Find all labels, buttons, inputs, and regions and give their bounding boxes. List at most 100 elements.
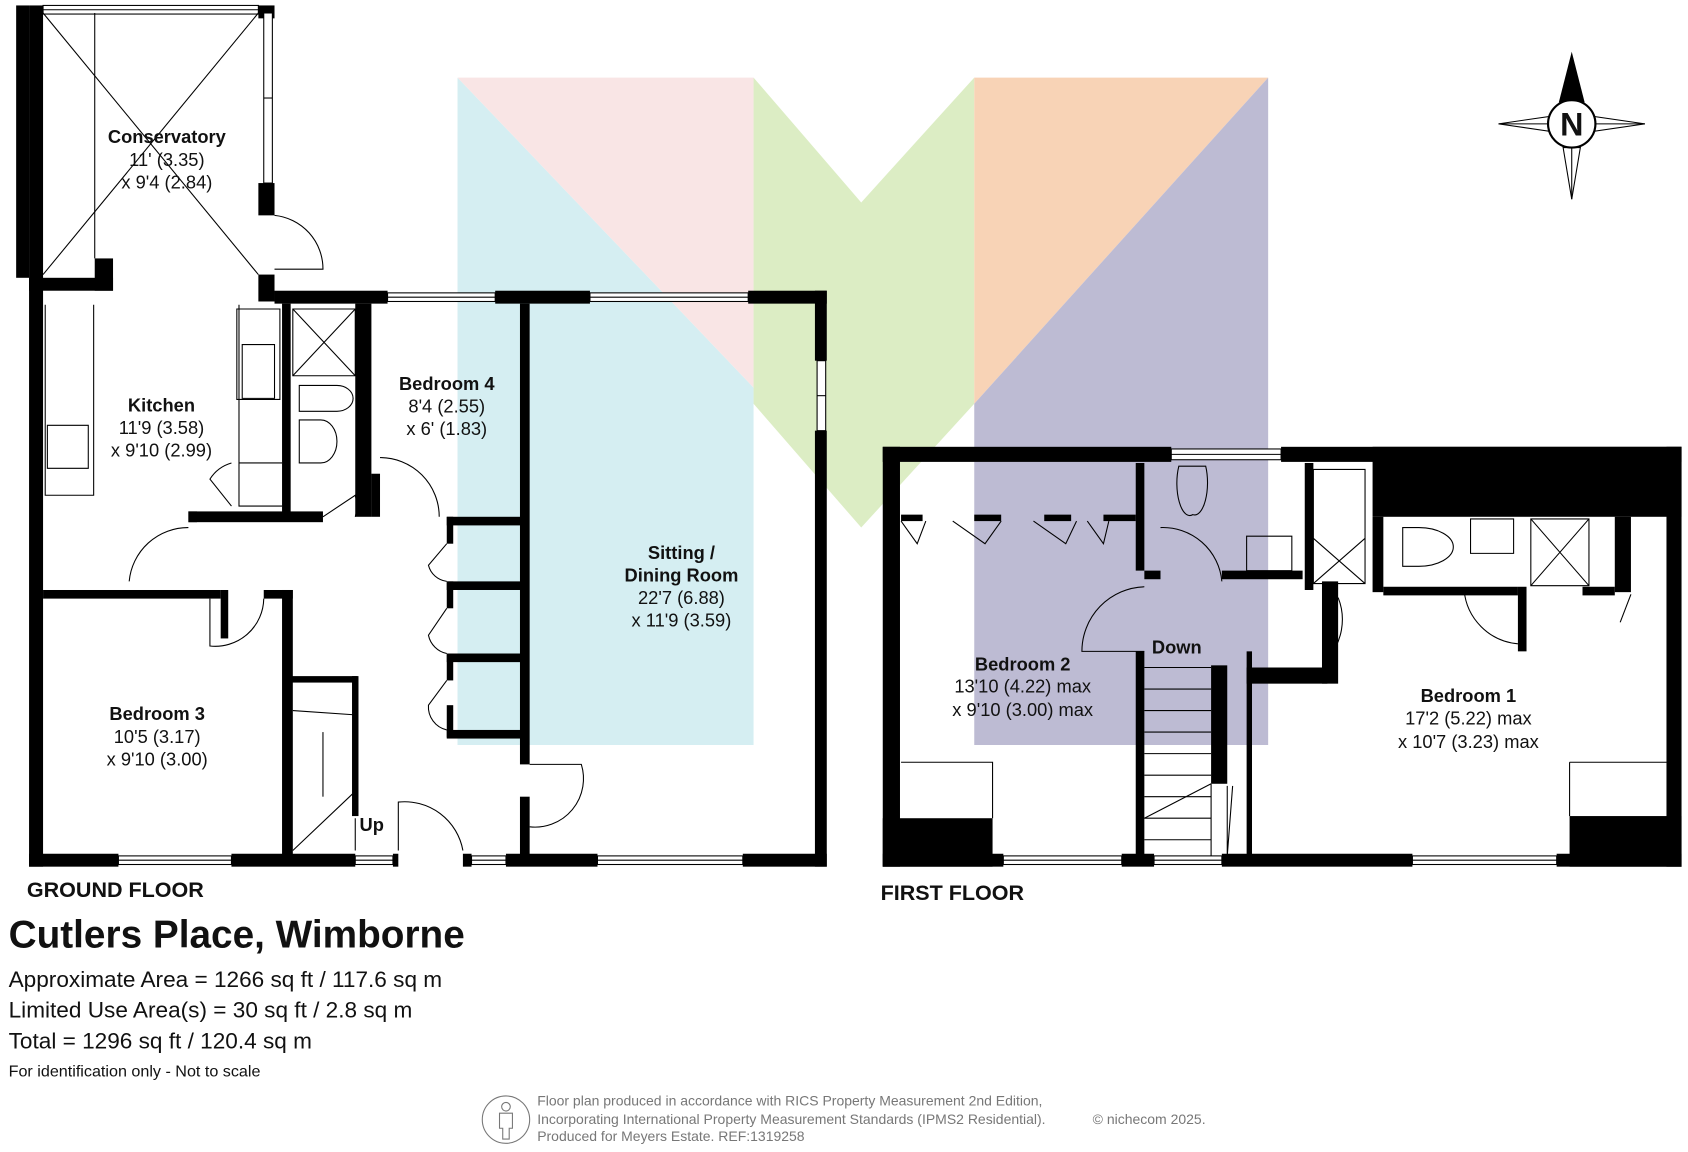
fixture-line: [1144, 783, 1234, 856]
limited-use-area: Limited Use Area(s) = 30 sq ft / 2.8 sq …: [9, 997, 413, 1022]
logo-blue: [457, 77, 754, 746]
wall: [290, 676, 358, 683]
wall: [974, 514, 1002, 522]
fixture-line: [128, 527, 189, 582]
room-dim: x 9'4 (2.84): [121, 171, 212, 192]
fixture-line: [322, 494, 358, 518]
approximate-area: Approximate Area = 1266 sq ft / 117.6 sq…: [9, 967, 443, 992]
room-name: Bedroom 1: [1421, 685, 1517, 706]
fixture-line: [44, 304, 95, 496]
wall: [1383, 586, 1518, 596]
wall: [519, 796, 530, 856]
wall: [882, 446, 1172, 462]
wall: [29, 277, 114, 291]
fixture-line: [1312, 468, 1366, 585]
scale-note: For identification only - Not to scale: [9, 1063, 261, 1081]
footer-line-3: Produced for Meyers Estate. REF:1319258: [537, 1128, 805, 1144]
fixture-line: [236, 308, 281, 400]
room-dim: x 6' (1.83): [406, 418, 487, 439]
fixture-line: [397, 801, 464, 851]
fixture-line: [1313, 537, 1366, 584]
property-title: Cutlers Place, Wimborne: [9, 913, 465, 956]
room-dim: 17'2 (5.22) max: [1405, 708, 1532, 729]
footer-line-2: Incorporating International Property Mea…: [537, 1111, 1045, 1127]
logo-green: [753, 77, 975, 528]
footer-line-1: Floor plan produced in accordance with R…: [537, 1093, 1042, 1109]
room-dim: 11' (3.35): [129, 149, 204, 170]
wall: [446, 653, 454, 681]
fixture-line: [1402, 527, 1454, 567]
compass-icon: N: [1498, 51, 1646, 200]
wall: [29, 853, 119, 867]
walls: [16, 4, 1682, 867]
fixture-line: [1470, 518, 1515, 554]
stairs-up-label: Up: [360, 814, 384, 835]
room-kitchen: Kitchen 11'9 (3.58) x 9'10 (2.99): [111, 394, 212, 460]
wall: [446, 653, 523, 663]
fixture-line: [1463, 589, 1518, 645]
wall: [188, 511, 323, 523]
wall: [258, 183, 275, 216]
fixture-line: [1530, 518, 1590, 587]
wall: [901, 514, 923, 522]
fixture-line: [427, 680, 448, 731]
wall: [1372, 446, 1682, 517]
wall: [1321, 581, 1339, 684]
room-conservatory: Conservatory 11' (3.35) x 9'4 (2.84): [108, 126, 227, 192]
fixture-line: [292, 308, 356, 377]
fixture-line: [1081, 586, 1145, 652]
wall: [94, 258, 114, 291]
room-dim: 22'7 (6.88): [638, 587, 725, 608]
room-dim: x 11'9 (3.59): [632, 610, 732, 631]
wall: [446, 516, 454, 544]
fixture-line: [1176, 465, 1209, 517]
fixture-line: [1326, 597, 1343, 660]
wall: [231, 853, 356, 867]
room-name: Dining Room: [625, 564, 739, 585]
wall: [1135, 462, 1145, 571]
wall: [446, 581, 523, 590]
first-floor-label: FIRST FLOOR: [881, 881, 1025, 905]
wall: [355, 303, 372, 517]
wall: [1666, 446, 1682, 867]
wall: [220, 589, 229, 639]
fixture-line: [427, 607, 448, 655]
fixture-line: [209, 462, 232, 507]
fixture-line: [427, 543, 448, 582]
fixture-line: [529, 763, 584, 828]
wall: [1144, 570, 1161, 580]
room-dim: 13'10 (4.22) max: [954, 675, 1091, 696]
wall: [29, 5, 44, 867]
total-area: Total = 1296 sq ft / 120.4 sq m: [9, 1029, 312, 1054]
room-dim: x 9'10 (3.00): [107, 748, 208, 769]
wall: [462, 853, 472, 867]
copyright: © nichecom 2025.: [1093, 1111, 1206, 1127]
fixture-line: [380, 457, 440, 517]
wall: [258, 274, 275, 302]
wall: [1221, 570, 1303, 580]
room-dim: x 9'10 (2.99): [111, 440, 212, 461]
fixture-line: [241, 344, 276, 399]
wall: [1556, 853, 1682, 867]
wall: [1372, 516, 1384, 593]
wall: [392, 853, 399, 867]
wall: [519, 303, 530, 765]
wall: [16, 5, 30, 278]
wall: [446, 705, 454, 738]
wall: [263, 589, 293, 599]
fixture-line: [209, 598, 265, 647]
fixture-line: [1144, 666, 1212, 841]
wall: [882, 853, 1004, 867]
wall: [282, 589, 293, 856]
room-dim: 10'5 (3.17): [114, 726, 201, 747]
logo-pink: [457, 77, 754, 388]
wall: [1044, 514, 1072, 522]
fixture-line: [1246, 535, 1293, 572]
wall: [1246, 667, 1328, 684]
room-name: Kitchen: [128, 394, 195, 415]
fixture-line: [292, 790, 356, 851]
wall: [1211, 665, 1228, 784]
wall: [188, 511, 198, 523]
room-dim: 11'9 (3.58): [119, 417, 205, 438]
wall: [1614, 516, 1631, 593]
